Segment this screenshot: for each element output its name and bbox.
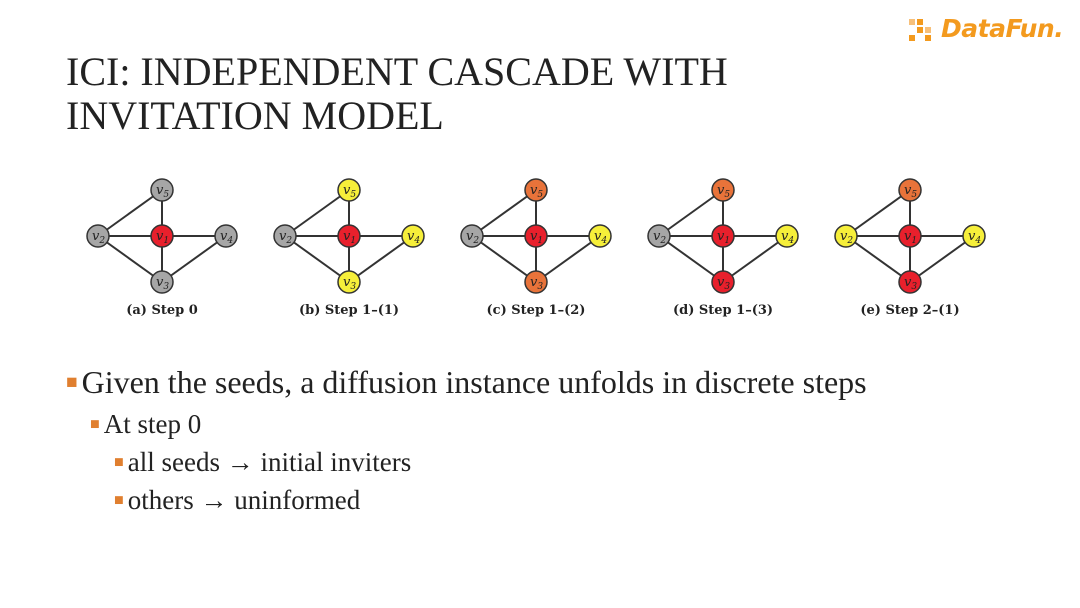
graph-edge (471, 189, 537, 237)
graph-node-v1 (150, 224, 174, 248)
logo-text: DataFun. (941, 14, 1064, 43)
graph-node-v2 (647, 224, 671, 248)
graph-edge (658, 189, 724, 237)
graph-node-v3 (337, 270, 361, 294)
graph-node-v2 (86, 224, 110, 248)
graph-edge (722, 235, 788, 283)
panel-caption: (b) Step 1–(1) (299, 303, 399, 318)
bullet-square-icon: ■ (90, 415, 100, 433)
graph-node-v2 (834, 224, 858, 248)
bullet-level2: ■At step 0 (90, 408, 201, 440)
graph-edge (284, 189, 350, 237)
bullet-square-icon: ■ (114, 491, 124, 509)
graph-node-v5 (337, 178, 361, 202)
graph-edge (97, 189, 163, 237)
graph-node-v5 (150, 178, 174, 202)
bullet-level1-text: Given the seeds, a diffusion instance un… (81, 364, 867, 400)
bullet-level3-text: others → uninformed (127, 485, 361, 516)
graph-edge (348, 235, 414, 283)
bullet-level3-item: ■others → uninformed (114, 484, 360, 516)
bullet-level3-text: all seeds → initial inviters (127, 447, 412, 478)
graph-node-v5 (524, 178, 548, 202)
graph-node-v5 (711, 178, 735, 202)
panel-caption: (e) Step 2–(1) (860, 303, 959, 318)
bullet-level1: ■Given the seeds, a diffusion instance u… (66, 362, 867, 403)
graph-node-v1 (711, 224, 735, 248)
graph-node-v1 (337, 224, 361, 248)
panel-caption: (d) Step 1–(3) (673, 303, 773, 318)
graph-edge (161, 235, 227, 283)
graph-node-v3 (524, 270, 548, 294)
graph-edge (658, 235, 724, 283)
datafun-logo: DataFun. (905, 14, 1065, 50)
graph-edge (845, 189, 911, 237)
bullet-square-icon: ■ (66, 372, 78, 394)
graph-node-v4 (775, 224, 799, 248)
graph-node-v2 (273, 224, 297, 248)
graph-edge (535, 235, 601, 283)
bullet-level3-item: ■all seeds → initial inviters (114, 446, 411, 478)
graph-node-v4 (401, 224, 425, 248)
graph-edge (845, 235, 911, 283)
title-line-1: ICI: INDEPENDENT CASCADE WITH (66, 49, 728, 94)
graph-node-v3 (898, 270, 922, 294)
graph-node-v3 (150, 270, 174, 294)
graph-node-v4 (962, 224, 986, 248)
graph-node-v3 (711, 270, 735, 294)
panel-caption: (a) Step 0 (126, 303, 198, 318)
bullet-square-icon: ■ (114, 453, 124, 471)
panel-caption: (c) Step 1–(2) (487, 303, 586, 318)
graph-edge (909, 235, 975, 283)
title-line-2: INVITATION MODEL (66, 93, 444, 138)
graph-edge (284, 235, 350, 283)
graph-node-v1 (898, 224, 922, 248)
slide-title: ICI: INDEPENDENT CASCADE WITH INVITATION… (66, 50, 966, 138)
graph-node-v5 (898, 178, 922, 202)
graph-edge (97, 235, 163, 283)
graph-node-v4 (588, 224, 612, 248)
graph-edge (471, 235, 537, 283)
graph-node-v2 (460, 224, 484, 248)
logo-pixel-icon (909, 19, 931, 41)
graph-node-v1 (524, 224, 548, 248)
graph-node-v4 (214, 224, 238, 248)
bullet-level2-text: At step 0 (103, 409, 202, 440)
